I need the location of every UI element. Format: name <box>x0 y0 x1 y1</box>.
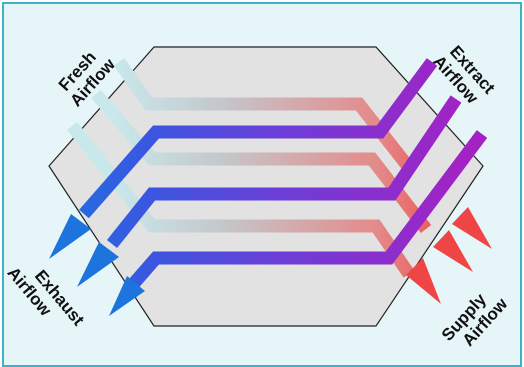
supply-arrowhead-1 <box>452 207 492 249</box>
exhaust-arrowhead-2 <box>77 242 119 287</box>
supply-arrowhead-3 <box>406 258 441 304</box>
exhaust-arrowhead-3 <box>109 276 145 316</box>
supply-arrowhead-2 <box>433 230 473 272</box>
exhaust-airflow-label: Exhaust Airflow <box>4 251 91 345</box>
supply-airflow-label: Supply Airflow <box>438 281 512 357</box>
extract-exhaust-path-1 <box>79 58 438 219</box>
exhaust-arrowhead-1 <box>49 214 91 259</box>
supply-arrowheads <box>406 207 492 304</box>
extract-exhaust-flows <box>79 58 488 294</box>
extract-exhaust-path-2 <box>106 95 462 249</box>
extract-airflow-label: Extract Airflow <box>429 39 502 114</box>
heat-exchanger-diagram: Fresh Airflow Extract Airflow Exhaust Ai… <box>4 39 512 357</box>
exhaust-arrowheads <box>49 214 145 316</box>
extract-exhaust-path-3 <box>124 130 488 294</box>
